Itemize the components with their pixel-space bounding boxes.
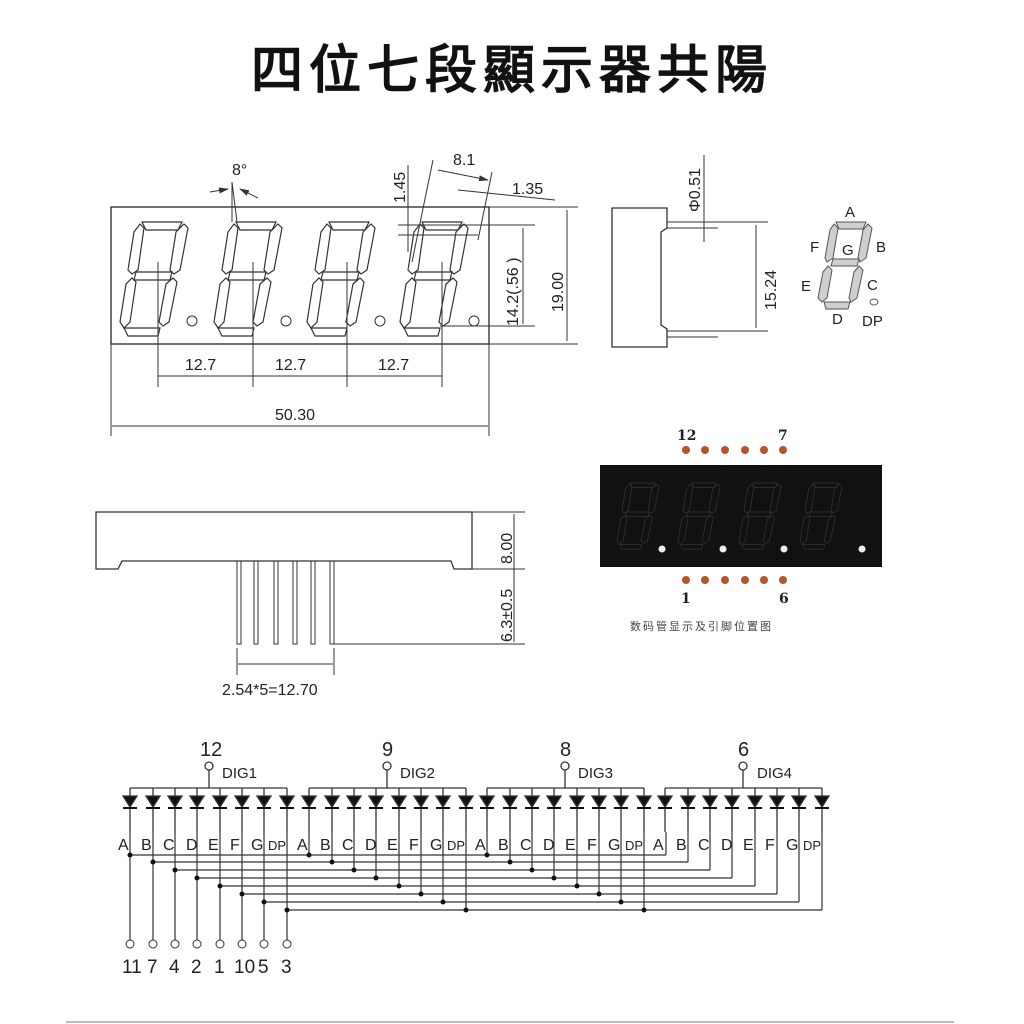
svg-text:B: B bbox=[498, 837, 509, 854]
svg-text:2: 2 bbox=[191, 957, 202, 978]
svg-text:F: F bbox=[409, 837, 419, 854]
segment-pin-numbers: 11 7 4 2 1 10 5 3 bbox=[122, 957, 292, 978]
junction-dots bbox=[127, 852, 647, 913]
segment-label-row: A B C D E F G DP A B C D E F G DP A B C … bbox=[118, 837, 821, 854]
svg-text:B: B bbox=[676, 837, 687, 854]
dim-right-gap: 1.35 bbox=[512, 181, 543, 198]
seg-label-g: G bbox=[842, 242, 854, 259]
svg-text:C: C bbox=[163, 837, 175, 854]
seg-label-e: E bbox=[801, 278, 811, 295]
dig2-label: DIG2 bbox=[400, 765, 435, 782]
seg-label-c: C bbox=[867, 277, 878, 294]
svg-text:D: D bbox=[543, 837, 555, 854]
pin-span: 2.54*5=12.70 bbox=[222, 682, 318, 699]
svg-text:DP: DP bbox=[803, 838, 821, 853]
dig2-pin: 9 bbox=[382, 739, 393, 761]
svg-text:D: D bbox=[721, 837, 733, 854]
seg-label-f: F bbox=[810, 239, 819, 256]
diode-array bbox=[122, 788, 829, 832]
svg-text:3: 3 bbox=[281, 957, 292, 978]
svg-text:G: G bbox=[251, 837, 263, 854]
svg-text:D: D bbox=[365, 837, 377, 854]
svg-text:F: F bbox=[587, 837, 597, 854]
pinout-photo: 12 7 1 6 bbox=[600, 428, 882, 607]
seg-label-b: B bbox=[876, 239, 886, 256]
seg-label-dp: DP bbox=[862, 313, 883, 330]
svg-text:D: D bbox=[186, 837, 198, 854]
dig3-pin: 8 bbox=[560, 739, 571, 761]
dim-pitch-1: 12.7 bbox=[185, 357, 216, 374]
seg-label-d: D bbox=[832, 311, 843, 328]
svg-text:5: 5 bbox=[258, 957, 269, 978]
front-view: 8° 1.45 8.1 1.35 14.2(.56 ) 19.00 12.7 1… bbox=[110, 152, 578, 436]
svg-text:E: E bbox=[387, 837, 398, 854]
pinout-caption: 数码管显示及引脚位置图 bbox=[630, 620, 773, 633]
svg-text:DP: DP bbox=[447, 838, 465, 853]
svg-text:G: G bbox=[608, 837, 620, 854]
svg-text:E: E bbox=[743, 837, 754, 854]
dim-top-gap: 1.45 bbox=[392, 172, 409, 203]
svg-text:C: C bbox=[520, 837, 532, 854]
segment-pin-terminals bbox=[125, 939, 292, 949]
svg-text:F: F bbox=[230, 837, 240, 854]
svg-text:DP: DP bbox=[625, 838, 643, 853]
dim-digit-height: 14.2(.56 ) bbox=[505, 258, 522, 326]
svg-text:A: A bbox=[475, 837, 486, 854]
dig3-label: DIG3 bbox=[578, 765, 613, 782]
svg-text:B: B bbox=[141, 837, 152, 854]
svg-text:B: B bbox=[320, 837, 331, 854]
svg-text:7: 7 bbox=[147, 957, 158, 978]
angle-label: 8° bbox=[232, 162, 247, 179]
pin-label-12: 12 bbox=[677, 428, 696, 444]
svg-text:C: C bbox=[342, 837, 354, 854]
svg-text:A: A bbox=[297, 837, 308, 854]
dim-total-width: 50.30 bbox=[275, 407, 315, 424]
svg-text:E: E bbox=[208, 837, 219, 854]
seg-label-a: A bbox=[845, 204, 855, 221]
svg-text:C: C bbox=[698, 837, 710, 854]
pin-row-spacing: 15.24 bbox=[763, 270, 780, 310]
body-depth: 8.00 bbox=[499, 533, 516, 564]
svg-text:G: G bbox=[786, 837, 798, 854]
svg-text:A: A bbox=[118, 837, 129, 854]
svg-text:E: E bbox=[565, 837, 576, 854]
dim-pitch-2: 12.7 bbox=[275, 357, 306, 374]
segment-buses bbox=[129, 832, 823, 940]
pin-label-6: 6 bbox=[779, 591, 789, 607]
svg-text:F: F bbox=[765, 837, 775, 854]
pin-diameter: Φ0.51 bbox=[687, 168, 704, 212]
dig4-pin: 6 bbox=[738, 739, 749, 761]
svg-text:1: 1 bbox=[214, 957, 225, 978]
segment-legend: A B C D E F G DP bbox=[801, 204, 886, 330]
svg-text:11: 11 bbox=[122, 957, 142, 978]
pin-length: 6.3±0.5 bbox=[499, 589, 516, 642]
schematic bbox=[130, 761, 822, 789]
dig1-label: DIG1 bbox=[222, 765, 257, 782]
side-view: Φ0.51 15.24 bbox=[611, 155, 780, 348]
svg-text:G: G bbox=[430, 837, 442, 854]
page-title: 四位七段顯示器共陽 bbox=[250, 41, 773, 101]
dim-digit-width: 8.1 bbox=[453, 152, 475, 169]
dim-pitch-3: 12.7 bbox=[378, 357, 409, 374]
pin-label-7: 7 bbox=[778, 428, 788, 444]
dig1-pin: 12 bbox=[200, 739, 222, 761]
dim-body-height: 19.00 bbox=[550, 272, 567, 312]
footer-divider bbox=[66, 1021, 954, 1023]
svg-text:DP: DP bbox=[268, 838, 286, 853]
svg-text:4: 4 bbox=[169, 957, 180, 978]
svg-text:10: 10 bbox=[234, 957, 255, 978]
svg-text:A: A bbox=[653, 837, 664, 854]
pin-label-1: 1 bbox=[681, 591, 691, 607]
bottom-view: 8.00 6.3±0.5 2.54*5=12.70 bbox=[95, 511, 525, 699]
dig4-label: DIG4 bbox=[757, 765, 792, 782]
